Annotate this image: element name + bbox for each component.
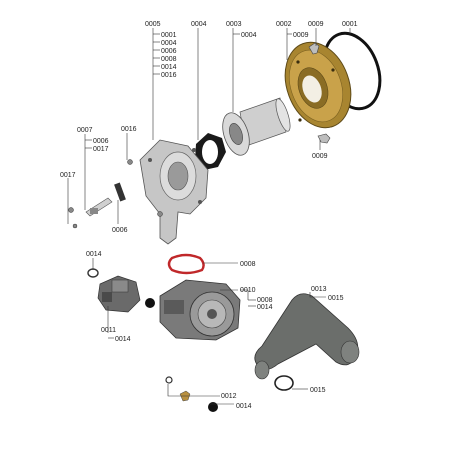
part-labels: 0005 0001 0004 0006 0008 0014 0016 0004 … [60,21,358,410]
label-0011: 0011 [101,327,116,334]
screw-0017b [72,223,78,229]
gas-valve-0011 [97,275,141,313]
label-0010-0014: 0014 [257,304,273,311]
o-ring-0015 [274,375,294,391]
label-0005: 0005 [145,21,161,28]
label-0010-0008: 0008 [257,297,273,304]
label-0002: 0002 [276,21,292,28]
clip-0009-top [308,42,320,55]
screw-0016 [127,159,163,217]
fan-0010 [159,279,241,341]
label-0001: 0001 [342,21,358,28]
burner-tube-0003 [222,97,291,156]
label-0013-0015: 0015 [328,295,344,302]
black-gasket-0004 [195,133,226,170]
screw-0017 [68,207,74,213]
label-0011-0014: 0014 [115,336,131,343]
label-0009-top: 0009 [308,21,324,28]
label-0014-left: 0014 [86,251,102,258]
label-0013: 0013 [311,286,327,293]
small-gasket-0006 [114,182,126,202]
label-0010: 0010 [240,287,256,294]
flue-pipe-0013 [254,293,360,380]
o-ring-0014-left [87,268,99,278]
ignition-electrode-0007 [85,197,113,217]
brass-flange-0002 [284,41,352,129]
label-0002-0009: 0009 [293,32,309,39]
label-0005-0014: 0014 [161,64,177,71]
label-0016: 0016 [121,126,137,133]
o-ring-0014-bottom [208,402,218,412]
label-0007: 0007 [77,127,93,134]
o-ring-0014-bottom-small [165,376,173,384]
label-0017: 0017 [60,172,76,179]
label-0015: 0015 [310,387,326,394]
label-0009-bottom: 0009 [312,153,328,160]
label-0005-0016: 0016 [161,72,177,79]
label-0012-0014: 0014 [236,403,252,410]
label-0005-0006: 0006 [161,48,177,55]
label-0005-0001: 0001 [161,32,177,39]
red-gasket-0008 [167,253,205,275]
leader-lines [67,28,351,405]
label-0006: 0006 [112,227,128,234]
label-0005-0004: 0004 [161,40,177,47]
label-0007-0006: 0006 [93,138,109,145]
burner-housing-0005 [139,139,209,245]
label-0007-0017: 0017 [93,146,109,153]
clip-0009-bottom [317,133,331,144]
label-0005-0008: 0008 [161,56,177,63]
o-ring-0014-valve [145,298,155,308]
label-0012: 0012 [221,393,237,400]
label-0003: 0003 [226,21,242,28]
label-0003-0004: 0004 [241,32,257,39]
label-0004: 0004 [191,21,207,28]
label-0008: 0008 [240,261,256,268]
